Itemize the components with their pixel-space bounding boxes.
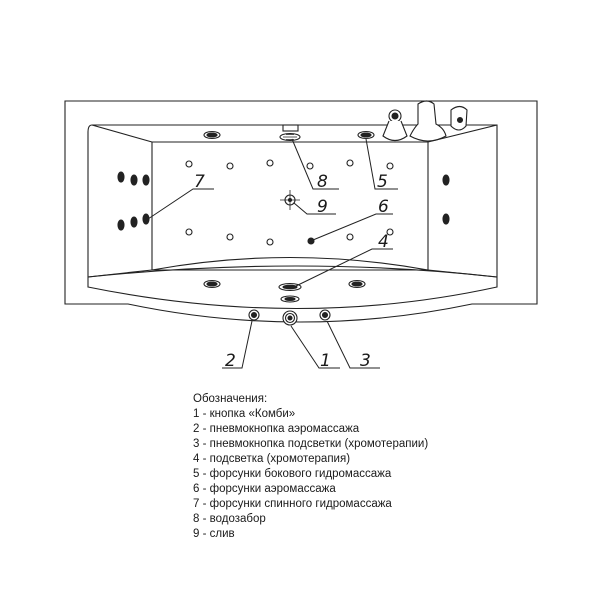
- callout-4: 4: [378, 232, 389, 252]
- mixer-faucet-icon: [382, 100, 468, 142]
- aero-jet: [386, 162, 394, 170]
- callout-5: 5: [377, 172, 388, 192]
- jet: [142, 213, 150, 225]
- callout-6: 6: [378, 197, 389, 217]
- pneumatic-chromotherapy-button[interactable]: [319, 309, 331, 321]
- tub-floor-curve: [151, 256, 429, 271]
- tub-basin-slope-lines: [87, 124, 498, 278]
- callout-1: 1: [320, 351, 331, 371]
- aero-jet: [346, 159, 354, 167]
- legend-item: 1 - кнопка «Комби»: [193, 408, 296, 420]
- pneumatic-aeromassage-button[interactable]: [248, 309, 260, 321]
- aero-jet-marked: [307, 237, 315, 245]
- legend: Обозначения: 1 - кнопка «Комби» 2 - пнев…: [193, 392, 583, 542]
- water-intake-icon: [279, 124, 301, 142]
- aero-jet: [226, 233, 234, 241]
- side-hydromassage-jets: [203, 130, 375, 289]
- legend-item: 4 - подсветка (хромотерапия): [193, 453, 351, 465]
- legend-item: 7 - форсунки спинного гидромассажа: [193, 498, 392, 510]
- jet-center: [360, 132, 372, 138]
- aeromassage-jets: [185, 159, 394, 246]
- callout-7: 7: [194, 172, 205, 192]
- leader-lines: [147, 138, 398, 369]
- jet: [130, 216, 138, 228]
- legend-item: 6 - форсунки аэромассажа: [193, 483, 336, 495]
- aero-jet: [226, 162, 234, 170]
- aero-jet: [386, 228, 394, 236]
- aero-jet: [266, 159, 274, 167]
- jet: [442, 213, 450, 225]
- backlight-icon: [278, 282, 302, 303]
- aero-jet: [306, 162, 314, 170]
- aero-jet: [185, 228, 193, 236]
- right-wall-jets: [442, 174, 450, 225]
- callout-8: 8: [317, 172, 328, 192]
- jet: [117, 171, 125, 183]
- tub-outer-rim: [64, 100, 538, 323]
- jet-center: [206, 281, 218, 287]
- spinal-hydromassage-jets: [117, 171, 150, 231]
- callout-3: 3: [360, 351, 371, 371]
- legend-item: 3 - пневмокнопка подсветки (хромотерапии…: [193, 438, 429, 450]
- jet-center: [206, 132, 218, 138]
- callout-2: 2: [225, 351, 236, 371]
- aero-jet: [346, 233, 354, 241]
- legend-item: 9 - слив: [193, 528, 235, 540]
- tub-inner-rim: [87, 124, 498, 310]
- bathtub-drawing: 7 8 5 9 6 4 2 1 3: [64, 100, 538, 371]
- jet: [130, 174, 138, 186]
- combi-button[interactable]: [282, 310, 298, 326]
- legend-title: Обозначения:: [193, 393, 268, 405]
- jet-center: [351, 281, 363, 287]
- legend-item: 2 - пневмокнопка аэромассажа: [193, 423, 360, 435]
- callout-9: 9: [317, 197, 328, 217]
- drain-icon: [280, 190, 300, 210]
- tub-front-curve: [87, 265, 498, 278]
- aero-jet: [266, 238, 274, 246]
- aero-jet: [185, 160, 193, 168]
- jet: [142, 174, 150, 186]
- legend-item: 5 - форсунки бокового гидромассажа: [193, 468, 392, 480]
- jet: [442, 174, 450, 186]
- jet: [117, 219, 125, 231]
- legend-item: 8 - водозабор: [193, 513, 266, 525]
